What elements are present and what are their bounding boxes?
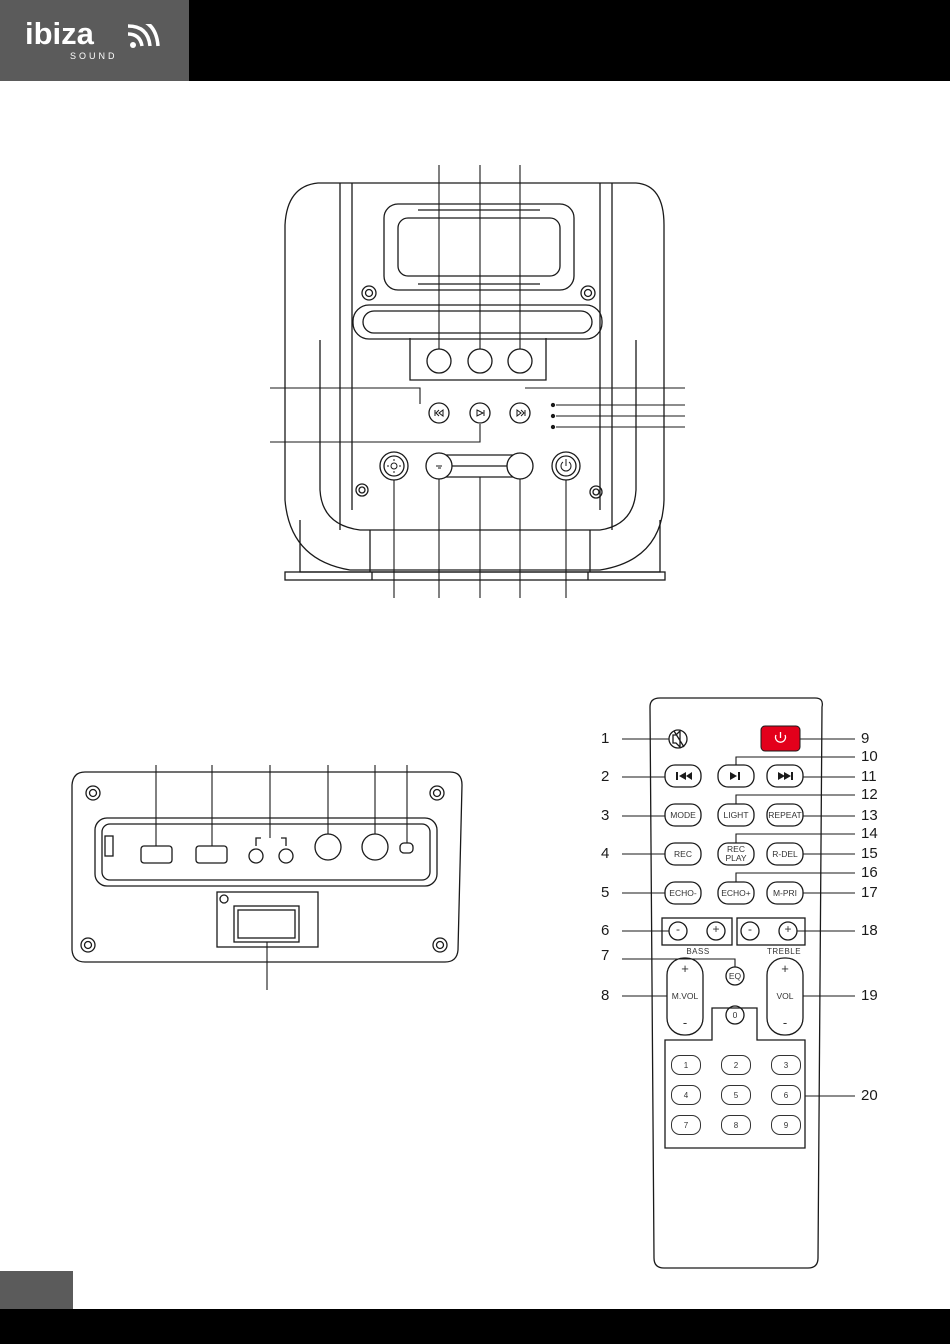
m-vol-label: M.VOL bbox=[665, 992, 705, 1001]
callout-7: 7 bbox=[601, 948, 609, 963]
callout-9: 9 bbox=[861, 731, 869, 746]
callout-19: 19 bbox=[861, 988, 878, 1003]
callout-6: 6 bbox=[601, 923, 609, 938]
bass-minus: - bbox=[668, 925, 688, 934]
numpad-key-6: 6 bbox=[771, 1085, 801, 1105]
callout-18: 18 bbox=[861, 923, 878, 938]
numpad-key-1: 1 bbox=[671, 1055, 701, 1075]
treble-plus: + bbox=[778, 925, 798, 934]
echo-minus-button: ECHO- bbox=[665, 889, 701, 898]
numpad-key-9: 9 bbox=[771, 1115, 801, 1135]
zero-button: 0 bbox=[727, 1011, 743, 1020]
numpad-key-7: 7 bbox=[671, 1115, 701, 1135]
light-button: LIGHT bbox=[718, 811, 754, 820]
bass-plus: + bbox=[706, 925, 726, 934]
numpad-key-4: 4 bbox=[671, 1085, 701, 1105]
callout-14: 14 bbox=[861, 826, 878, 841]
callout-2: 2 bbox=[601, 769, 609, 784]
bass-label: BASS bbox=[680, 947, 716, 956]
callout-4: 4 bbox=[601, 846, 609, 861]
numpad-key-5: 5 bbox=[721, 1085, 751, 1105]
callout-1: 1 bbox=[601, 731, 609, 746]
callout-12: 12 bbox=[861, 787, 878, 802]
callout-8: 8 bbox=[601, 988, 609, 1003]
callout-3: 3 bbox=[601, 808, 609, 823]
repeat-button: REPEAT bbox=[767, 811, 803, 820]
callout-15: 15 bbox=[861, 846, 878, 861]
treble-label: TREBLE bbox=[764, 947, 804, 956]
callout-16: 16 bbox=[861, 865, 878, 880]
mode-button: MODE bbox=[665, 811, 701, 820]
front-panel-illustration bbox=[285, 183, 665, 580]
remote-control-illustration bbox=[650, 698, 822, 1268]
callout-11: 11 bbox=[861, 769, 877, 784]
callout-10: 10 bbox=[861, 749, 878, 764]
rear-panel-illustration bbox=[72, 772, 462, 962]
vol-plus: + bbox=[777, 964, 793, 973]
numpad-key-2: 2 bbox=[721, 1055, 751, 1075]
callout-17: 17 bbox=[861, 885, 878, 900]
eq-button: EQ bbox=[726, 972, 744, 981]
m-vol-minus: - bbox=[677, 1018, 693, 1027]
numpad-key-3: 3 bbox=[771, 1055, 801, 1075]
m-vol-plus: + bbox=[677, 964, 693, 973]
numpad-key-8: 8 bbox=[721, 1115, 751, 1135]
vol-minus: - bbox=[777, 1018, 793, 1027]
rec-play-line2: PLAY bbox=[718, 854, 754, 863]
rec-button: REC bbox=[665, 850, 701, 859]
echo-plus-button: ECHO+ bbox=[718, 889, 754, 898]
callout-20: 20 bbox=[861, 1088, 878, 1103]
callout-13: 13 bbox=[861, 808, 878, 823]
r-del-button: R-DEL bbox=[767, 850, 803, 859]
treble-minus: - bbox=[740, 925, 760, 934]
footer-bar bbox=[0, 1309, 950, 1344]
callout-5: 5 bbox=[601, 885, 609, 900]
m-pri-button: M-PRI bbox=[767, 889, 803, 898]
vol-label: VOL bbox=[767, 992, 803, 1001]
remote-power-button bbox=[761, 726, 800, 751]
